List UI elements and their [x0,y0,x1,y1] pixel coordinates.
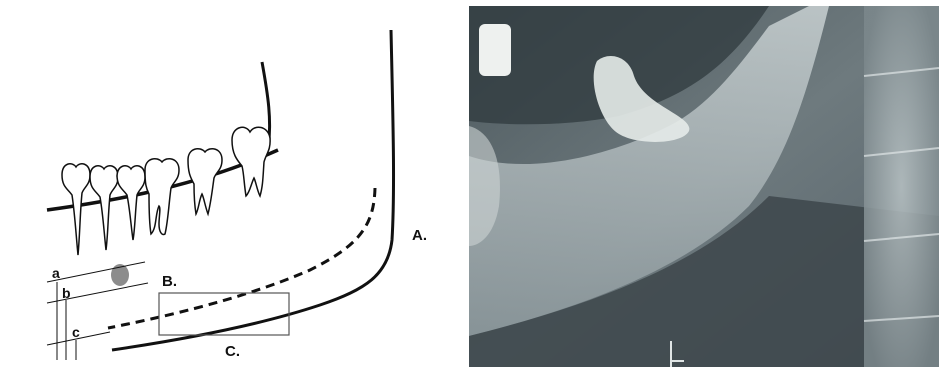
label-C: C. [225,343,240,360]
cervical-spine [864,6,939,367]
tooth-1 [62,164,90,255]
label-c-lower: c [72,324,80,340]
label-a-lower: a [52,265,60,281]
teeth-group [62,127,270,255]
mandibular-canal-dashed-line [108,188,375,328]
label-A: A. [412,227,427,244]
label-b-lower: b [62,285,71,301]
dental-crown [479,24,511,76]
tooth-4 [145,159,179,235]
measurement-lines [47,262,148,360]
tooth-3 [117,166,145,240]
label-B: B. [162,273,177,290]
tooth-2 [90,166,118,250]
mandible-diagram: a b c A. B. C. [0,0,462,367]
tooth-6 [232,127,270,196]
radiograph-svg [469,6,939,367]
mandible-diagram-svg: a b c A. B. C. [0,0,462,367]
tooth-5 [188,149,222,214]
radiograph-image [469,6,939,367]
